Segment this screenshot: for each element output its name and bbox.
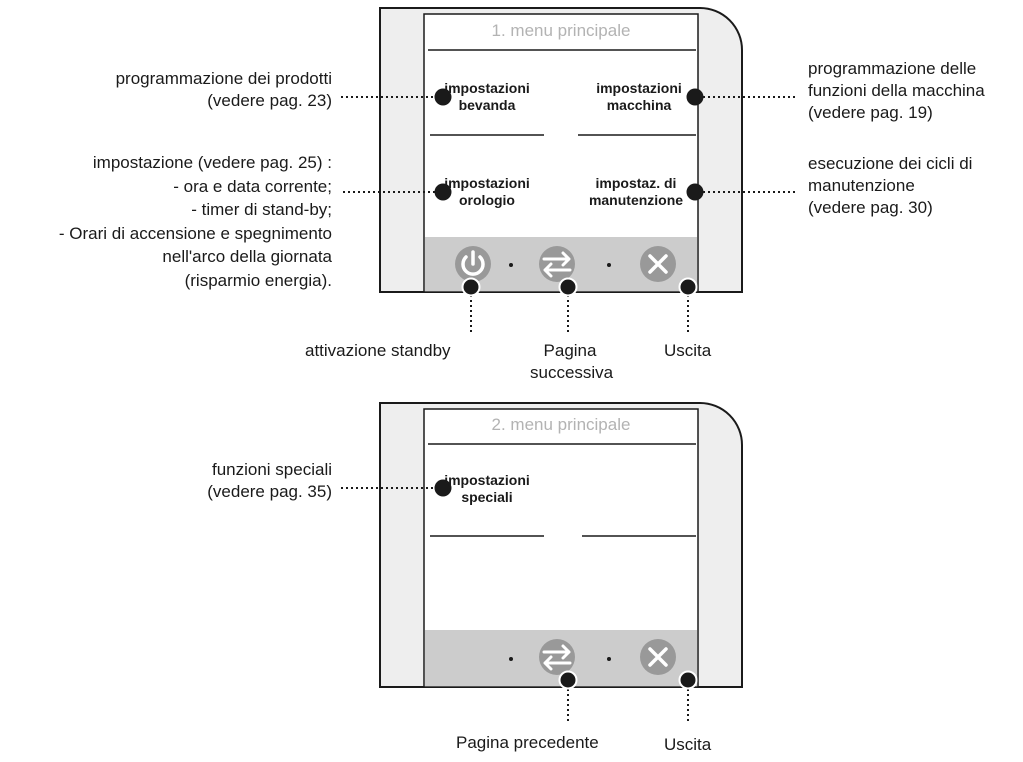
button-label-line: impostazioni: [596, 80, 682, 96]
callout-line: - ora e data corrente;: [173, 176, 332, 196]
device-panel-2: [379, 402, 743, 688]
callout-line: funzioni speciali: [211, 460, 332, 479]
callout-dot: [434, 88, 452, 106]
callout-line: (risparmio energia).: [184, 270, 332, 290]
callout-line: programmazione dei prodotti: [115, 69, 332, 88]
callout-line: - timer di stand-by;: [191, 200, 332, 219]
callout-dot: [461, 277, 481, 297]
callout-line: esecuzione dei cicli di: [808, 154, 973, 173]
menu-title-1: 1. menu principale: [491, 21, 631, 40]
callout-dot: [678, 277, 698, 297]
button-label-line: macchina: [606, 97, 672, 113]
callout-macchina: programmazione delle funzioni della macc…: [808, 58, 985, 124]
callout-prodotti: programmazione dei prodotti (vedere pag.…: [116, 68, 332, 112]
button-impostazioni-macchina[interactable]: impostazioni macchina: [584, 80, 694, 114]
callout-line: impostazione (vedere pag. 25) :: [92, 153, 332, 172]
separator-dot: [509, 657, 513, 661]
separator-dot: [607, 263, 611, 267]
button-label-line: impostazioni: [444, 175, 530, 191]
button-label-line: impostaz. di: [595, 175, 677, 191]
button-label-line: speciali: [461, 489, 513, 505]
callout-line: successiva: [530, 363, 614, 382]
callout-dot: [686, 88, 704, 106]
callout-dot: [434, 183, 452, 201]
separator-dot: [509, 263, 513, 267]
callout-line: manutenzione: [808, 176, 915, 195]
callout-line: nell'arco della giornata: [162, 247, 332, 266]
callout-line: Pagina: [543, 341, 597, 360]
callout-dot: [558, 670, 578, 690]
callout-orologio: impostazione (vedere pag. 25) : - ora e …: [59, 151, 332, 292]
callout-line: (vedere pag. 35): [207, 482, 332, 501]
callout-prev-page: Pagina precedente: [456, 733, 599, 752]
callout-exit: Uscita: [664, 735, 712, 754]
button-label-line: bevanda: [458, 97, 516, 113]
callout-line: (vedere pag. 23): [207, 91, 332, 110]
button-impostaz-manutenzione[interactable]: impostaz. di manutenzione: [578, 175, 694, 209]
callout-next-page: Pagina successiva: [530, 340, 614, 384]
button-label-line: impostazioni: [444, 80, 530, 96]
callout-markers-1: [434, 88, 704, 297]
callout-markers-2: [434, 479, 698, 690]
swap-arrows-icon[interactable]: [539, 246, 575, 282]
swap-arrows-icon[interactable]: [539, 639, 575, 675]
callout-dot: [678, 670, 698, 690]
callout-line: (vedere pag. 19): [808, 103, 933, 122]
callout-line: - Orari di accensione e spegnimento: [58, 223, 332, 243]
device-panel-1: [379, 7, 743, 293]
callout-line: funzioni della macchina: [808, 81, 985, 100]
leader-lines-1: [341, 96, 798, 332]
callout-speciali: funzioni speciali (vedere pag. 35): [207, 459, 332, 503]
button-label-line: impostazioni: [444, 472, 530, 488]
leader-lines-2: [341, 487, 689, 724]
callout-exit: Uscita: [664, 341, 712, 360]
callout-manutenzione: esecuzione dei cicli di manutenzione (ve…: [808, 153, 972, 219]
callout-dot: [434, 479, 452, 497]
button-label-line: orologio: [459, 192, 515, 208]
menu-title-2: 2. menu principale: [491, 415, 631, 434]
button-label-line: manutenzione: [588, 192, 684, 208]
callout-line: programmazione delle: [808, 59, 977, 78]
callout-standby: attivazione standby: [305, 341, 451, 360]
button-impostazioni-orologio[interactable]: impostazioni orologio: [432, 175, 542, 209]
callout-dot: [686, 183, 704, 201]
callout-line: (vedere pag. 30): [808, 198, 933, 217]
separator-dot: [607, 657, 611, 661]
callout-dot: [558, 277, 578, 297]
button-impostazioni-speciali[interactable]: impostazioni speciali: [432, 472, 542, 506]
button-impostazioni-bevanda[interactable]: impostazioni bevanda: [432, 80, 542, 114]
